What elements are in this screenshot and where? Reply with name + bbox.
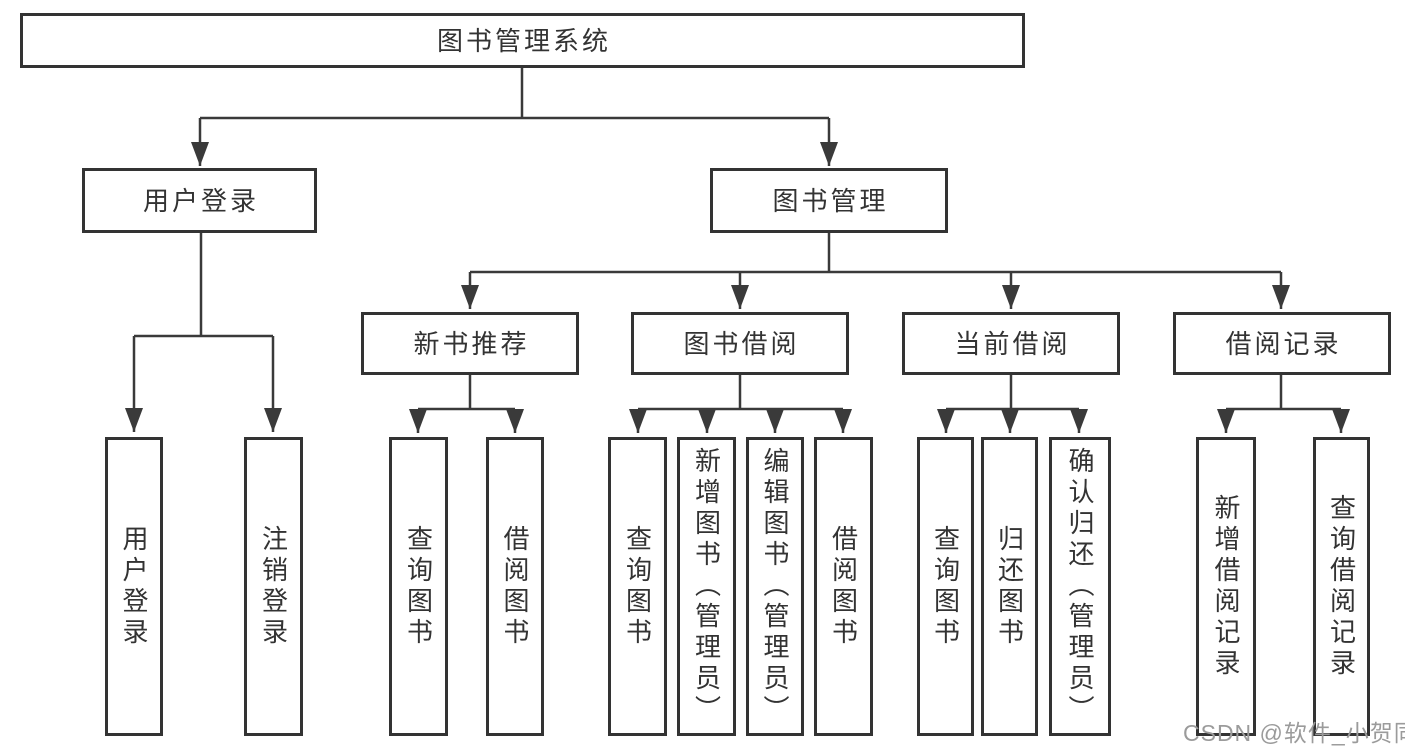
node-current-borrowing: 当前借阅 — [902, 312, 1120, 375]
node-book-borrowing: 图书借阅 — [631, 312, 849, 375]
node-leaf-query-books-current: 查询图书 — [917, 437, 974, 736]
node-user-login: 用户登录 — [82, 168, 317, 233]
node-leaf-borrow-books-recommend: 借阅图书 — [486, 437, 544, 736]
node-borrowing-records: 借阅记录 — [1173, 312, 1391, 375]
node-leaf-user-login: 用户登录 — [105, 437, 163, 736]
node-leaf-logout: 注销登录 — [244, 437, 303, 736]
node-leaf-add-books-admin: 新增图书（管理员） — [677, 437, 736, 736]
csdn-watermark: CSDN @软件_小贺同学 — [1183, 720, 1405, 746]
node-leaf-add-borrow-record: 新增借阅记录 — [1196, 437, 1256, 736]
node-leaf-edit-books-admin: 编辑图书（管理员） — [746, 437, 804, 736]
node-leaf-return-books: 归还图书 — [981, 437, 1038, 736]
node-leaf-query-borrow-record: 查询借阅记录 — [1313, 437, 1370, 736]
node-new-book-recommendation: 新书推荐 — [361, 312, 579, 375]
node-leaf-query-books-borrow: 查询图书 — [608, 437, 667, 736]
node-leaf-query-books-recommend: 查询图书 — [389, 437, 448, 736]
node-leaf-confirm-return-admin: 确认归还（管理员） — [1049, 437, 1111, 736]
node-book-management: 图书管理 — [710, 168, 948, 233]
node-library-management-system: 图书管理系统 — [20, 13, 1025, 68]
node-leaf-borrow-books: 借阅图书 — [814, 437, 873, 736]
